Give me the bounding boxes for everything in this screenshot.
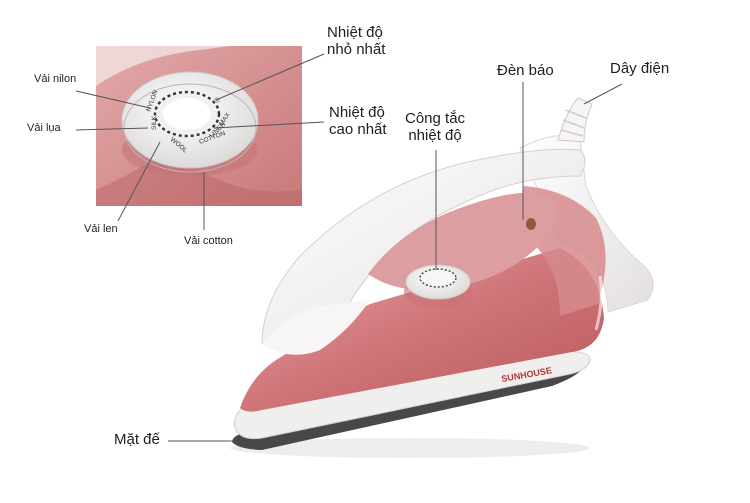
leader-lines (75, 53, 623, 442)
label-fabric-nylon: Vải nilon (34, 73, 77, 85)
label-temp-max: Nhiệt độ cao nhất (329, 104, 387, 139)
label-fabric-cotton: Vải cotton (184, 235, 233, 247)
label-indicator-light: Đèn báo (497, 62, 554, 79)
dial-closeup-inset (96, 46, 302, 206)
temperature-dial (404, 264, 472, 308)
label-temp-switch: Công tắc nhiệt độ (405, 110, 466, 145)
label-fabric-silk: Vải lụa (27, 122, 61, 134)
label-soleplate: Mặt đế (114, 431, 160, 448)
indicator-light (526, 218, 536, 230)
label-temp-min: Nhiệt độ nhỏ nhất (327, 24, 386, 59)
label-fabric-wool: Vải len (84, 223, 118, 235)
iron-body (230, 97, 654, 458)
dial-mark-silk: SILK (151, 115, 158, 130)
label-power-cord: Dây điện (610, 60, 670, 77)
